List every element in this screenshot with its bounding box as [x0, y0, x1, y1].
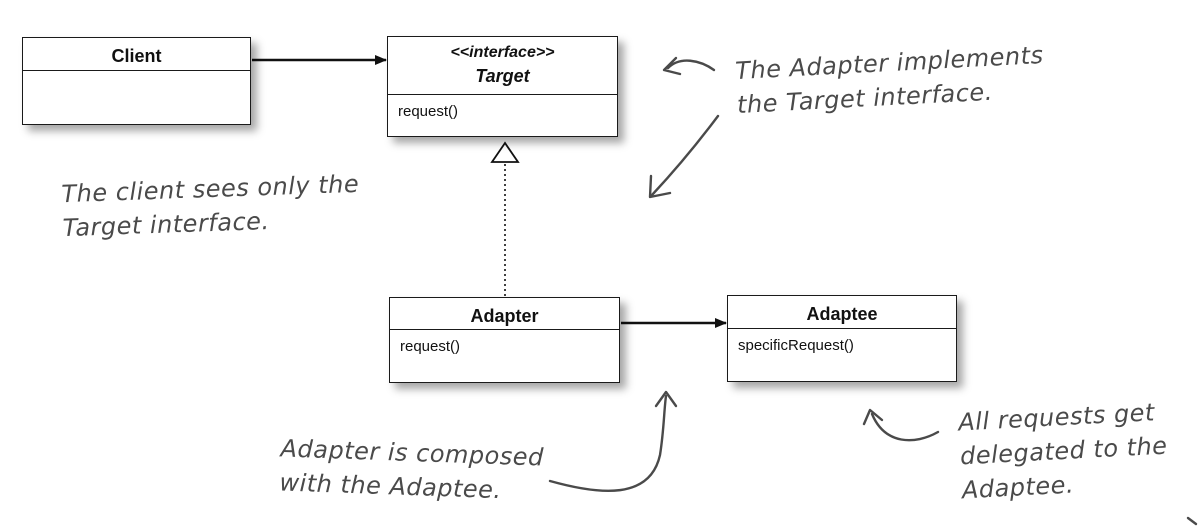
- handdrawn-arrow-to-target: [666, 59, 716, 72]
- adapter-class-header: Adapter: [390, 298, 619, 330]
- note-requests-delegated: All requests get delegated to the Adapte…: [957, 395, 1170, 508]
- client-class-header: Client: [23, 38, 250, 71]
- target-interface-name: Target: [475, 66, 530, 86]
- handdrawn-arrowhead-adapter: [654, 390, 678, 408]
- adaptee-class-header: Adaptee: [728, 296, 956, 329]
- handdrawn-arrowhead-realization: [648, 174, 672, 199]
- adapter-class-box: Adapter request(): [389, 297, 620, 383]
- target-operation: request(): [398, 103, 459, 120]
- target-interface-header: <<interface>> Target: [388, 37, 617, 95]
- handdrawn-arrow-to-adaptee: [870, 412, 940, 442]
- handdrawn-arrowhead-adaptee: [862, 408, 884, 426]
- handdrawn-arrow-to-adapter: [548, 394, 668, 493]
- adaptee-class-name: Adaptee: [806, 304, 878, 324]
- client-class-name: Client: [111, 46, 162, 66]
- corner-mark: [1186, 516, 1198, 526]
- target-stereotype: <<interface>>: [450, 44, 555, 61]
- adaptee-class-box: Adaptee specificRequest(): [727, 295, 957, 382]
- handdrawn-arrow-to-realization: [650, 114, 720, 197]
- adaptee-operation: specificRequest(): [738, 337, 854, 354]
- client-class-box: Client: [22, 37, 251, 125]
- handdrawn-arrowhead-target: [662, 56, 682, 76]
- realization-arrowhead: [490, 141, 520, 163]
- adapter-operation: request(): [400, 338, 461, 355]
- adapter-class-name: Adapter: [470, 306, 539, 326]
- note-adapter-composed: Adapter is composed with the Adaptee.: [279, 431, 544, 508]
- note-client-sees-target: The client sees only the Target interfac…: [61, 167, 361, 245]
- target-interface-box: <<interface>> Target request(): [387, 36, 618, 137]
